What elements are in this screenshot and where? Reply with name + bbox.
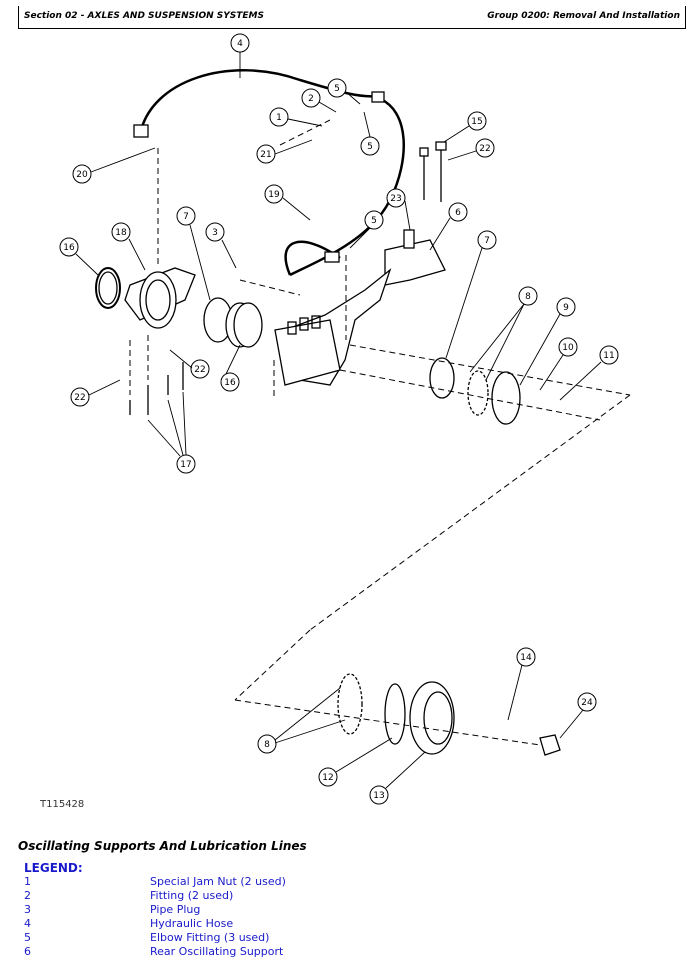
svg-text:18: 18 xyxy=(115,228,127,238)
svg-text:16: 16 xyxy=(63,243,75,253)
callout-12: 12 xyxy=(318,767,338,787)
legend-description[interactable]: Fitting (2 used) xyxy=(150,889,234,902)
callout-8a: 8 xyxy=(518,286,538,306)
svg-text:4: 4 xyxy=(237,39,243,49)
legend-description[interactable]: Special Jam Nut (2 used) xyxy=(150,875,286,888)
svg-text:22: 22 xyxy=(194,365,205,375)
svg-text:23: 23 xyxy=(390,194,401,204)
callout-8b: 8 xyxy=(257,734,277,754)
callout-2: 2 xyxy=(301,88,321,108)
svg-text:21: 21 xyxy=(260,150,271,160)
callout-24: 24 xyxy=(577,692,597,712)
svg-text:22: 22 xyxy=(74,393,85,403)
callout-20: 20 xyxy=(72,164,92,184)
callout-10: 10 xyxy=(558,337,578,357)
figure-id: T115428 xyxy=(40,799,85,810)
legend-item[interactable]: 4 Hydraulic Hose xyxy=(24,917,624,931)
callout-5c: 5 xyxy=(364,210,384,230)
callout-18: 18 xyxy=(111,222,131,242)
legend-item[interactable]: 6 Rear Oscillating Support xyxy=(24,945,624,959)
svg-text:7: 7 xyxy=(484,236,490,246)
callout-7a: 7 xyxy=(176,206,196,226)
callout-22b: 22 xyxy=(190,359,210,379)
section-title: Section 02 - AXLES AND SUSPENSION SYSTEM… xyxy=(24,11,264,21)
svg-text:6: 6 xyxy=(455,208,461,218)
svg-text:9: 9 xyxy=(563,303,569,313)
svg-text:3: 3 xyxy=(212,228,218,238)
callout-5a: 5 xyxy=(327,78,347,98)
callout-17: 17 xyxy=(176,454,196,474)
svg-text:16: 16 xyxy=(224,378,236,388)
legend-description[interactable]: Elbow Fitting (3 used) xyxy=(150,931,270,944)
callout-16b: 16 xyxy=(220,372,240,392)
callout-16a: 16 xyxy=(59,237,79,257)
exploded-parts-diagram: 4 5 2 1 5 15 22 20 21 19 23 6 5 7 3 18 1… xyxy=(59,33,631,805)
svg-text:5: 5 xyxy=(367,142,373,152)
callout-13: 13 xyxy=(369,785,389,805)
callout-6: 6 xyxy=(448,202,468,222)
svg-text:24: 24 xyxy=(581,698,593,708)
callout-19: 19 xyxy=(264,184,284,204)
legend-list: 1 Special Jam Nut (2 used) 2 Fitting (2 us… xyxy=(24,875,624,959)
svg-text:13: 13 xyxy=(373,791,384,801)
svg-text:10: 10 xyxy=(562,343,574,353)
callout-1: 1 xyxy=(269,107,289,127)
legend-item[interactable]: 3 Pipe Plug xyxy=(24,903,624,917)
legend-number: 2 xyxy=(24,889,31,902)
legend-description[interactable]: Rear Oscillating Support xyxy=(150,945,284,958)
callout-7b: 7 xyxy=(477,230,497,250)
figure-caption: Oscillating Supports And Lubrication Lin… xyxy=(18,839,307,853)
callout-14: 14 xyxy=(516,647,536,667)
svg-text:11: 11 xyxy=(603,351,614,361)
svg-text:14: 14 xyxy=(520,653,532,663)
legend-item[interactable]: 2 Fitting (2 used) xyxy=(24,889,624,903)
callout-22a: 22 xyxy=(475,138,495,158)
callout-15: 15 xyxy=(467,111,487,131)
svg-text:22: 22 xyxy=(479,144,490,154)
legend-description[interactable]: Hydraulic Hose xyxy=(150,917,234,930)
callout-11: 11 xyxy=(599,345,619,365)
legend-number: 4 xyxy=(24,917,31,930)
callout-23: 23 xyxy=(386,188,406,208)
callout-5b: 5 xyxy=(360,136,380,156)
svg-text:17: 17 xyxy=(180,460,191,470)
svg-text:7: 7 xyxy=(183,212,189,222)
legend-item[interactable]: 5 Elbow Fitting (3 used) xyxy=(24,931,624,945)
svg-text:2: 2 xyxy=(308,94,314,104)
svg-text:1: 1 xyxy=(276,113,282,123)
svg-text:8: 8 xyxy=(264,740,270,750)
callout-22c: 22 xyxy=(70,387,90,407)
group-title: Group 0200: Removal And Installation xyxy=(487,11,680,21)
callout-21: 21 xyxy=(256,144,276,164)
svg-text:12: 12 xyxy=(322,773,333,783)
svg-text:8: 8 xyxy=(525,292,531,302)
svg-text:15: 15 xyxy=(471,117,482,127)
legend-number: 3 xyxy=(24,903,31,916)
callout-9: 9 xyxy=(556,297,576,317)
callout-4: 4 xyxy=(230,33,250,53)
svg-text:19: 19 xyxy=(268,190,280,200)
callout-3: 3 xyxy=(205,222,225,242)
page-header: Section 02 - AXLES AND SUSPENSION SYSTEM… xyxy=(18,6,686,29)
legend-description[interactable]: Pipe Plug xyxy=(150,903,201,916)
svg-text:20: 20 xyxy=(76,170,88,180)
legend-number: 5 xyxy=(24,931,31,944)
legend-number: 6 xyxy=(24,945,31,958)
svg-text:5: 5 xyxy=(371,216,377,226)
legend-item[interactable]: 1 Special Jam Nut (2 used) xyxy=(24,875,624,889)
svg-text:5: 5 xyxy=(334,84,340,94)
legend-number: 1 xyxy=(24,875,31,888)
legend-title: LEGEND: xyxy=(24,861,83,875)
